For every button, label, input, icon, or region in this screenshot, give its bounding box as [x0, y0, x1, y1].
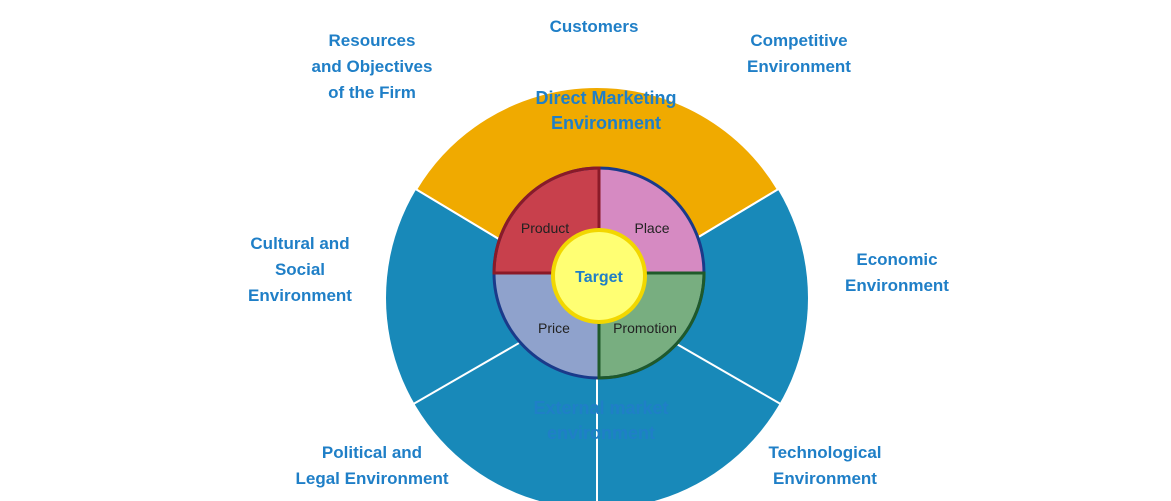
lbl-cultural-line-3: Environment [248, 286, 352, 305]
promotion-label: Promotion [613, 320, 677, 336]
lbl-technological-line-2: Environment [773, 469, 877, 488]
direct-label-line-2: Environment [551, 113, 661, 133]
lbl-cultural-line-1: Cultural and [250, 234, 349, 253]
lbl-resources-line-2: and Objectives [312, 57, 433, 76]
lbl-technological-line-1: Technological [768, 443, 881, 462]
lbl-customers-line-1: Customers [550, 17, 639, 36]
price-label: Price [538, 320, 570, 336]
target-label: Target [575, 269, 623, 286]
lbl-economic-line-1: Economic [856, 250, 937, 269]
lbl-competitive-line-2: Environment [747, 57, 851, 76]
lbl-political-line-1: Political and [322, 443, 422, 462]
product-border [492, 166, 601, 275]
place-label: Place [634, 220, 669, 236]
customers-label: Customers [550, 17, 639, 36]
target-circle [551, 228, 647, 324]
lbl-political-line-2: Legal Environment [295, 469, 448, 488]
lbl-competitive-line-1: Competitive [750, 31, 847, 50]
lbl-economic-line-2: Environment [845, 276, 949, 295]
direct-label-line-1: Direct Marketing [535, 88, 676, 108]
external-label-line-2: environment [547, 423, 655, 443]
external-label-line-1: External market [533, 398, 668, 418]
product-label: Product [521, 220, 569, 236]
lbl-resources-line-1: Resources [329, 31, 416, 50]
resources-objectives-label: Resources and Objectives of the Firm [312, 31, 433, 102]
lbl-cultural-line-2: Social [275, 260, 325, 279]
external-market-label: External market environment [533, 398, 668, 443]
lbl-resources-line-3: of the Firm [328, 83, 416, 102]
promotion-border [597, 271, 706, 380]
